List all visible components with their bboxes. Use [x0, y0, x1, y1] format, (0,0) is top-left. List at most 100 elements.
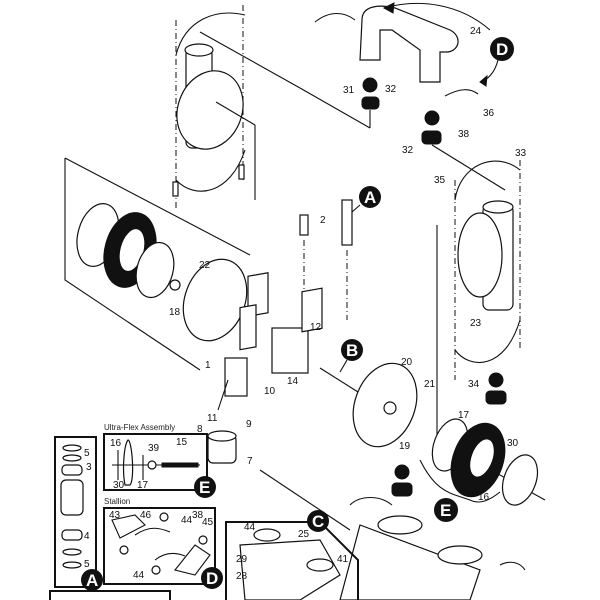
check-ball — [362, 77, 378, 93]
part-label: 46 — [140, 510, 152, 521]
part-label: 41 — [337, 554, 349, 565]
stallion-frame — [174, 544, 211, 576]
part-label: 36 — [483, 108, 495, 119]
part-label: 14 — [287, 376, 299, 387]
part-label: 1 — [205, 360, 211, 371]
ultraflex-bracket — [419, 459, 501, 503]
svg-text:E: E — [199, 478, 210, 497]
callout-a-inset[interactable]: A — [81, 569, 103, 591]
part-label: 44 — [133, 570, 145, 581]
callout-e[interactable]: E — [434, 498, 458, 522]
inlet-manifold — [339, 496, 526, 600]
part-label: 45 — [202, 517, 214, 528]
part-label: 9 — [246, 419, 252, 430]
part-label: 16 — [110, 438, 122, 449]
part-label: 5 — [84, 448, 90, 459]
part-label: 10 — [264, 386, 276, 397]
part-label: 8 — [197, 424, 203, 435]
part-label: 2 — [320, 215, 326, 226]
chamber-bowl — [457, 212, 503, 298]
part-label: 17 — [137, 480, 149, 491]
part-label: 12 — [310, 322, 322, 333]
clamp-top-left — [314, 12, 356, 23]
part-label: 33 — [515, 148, 527, 159]
part-label: 19 — [399, 441, 411, 452]
part-label: 38 — [192, 510, 204, 521]
part-label: 23 — [470, 318, 482, 329]
discharge-manifold — [299, 2, 506, 191]
outer-plate — [501, 454, 539, 506]
svg-text:B: B — [346, 341, 358, 360]
inset-air-valve — [49, 436, 171, 600]
callout-e-inset[interactable]: E — [194, 476, 216, 498]
part-label: 39 — [148, 443, 160, 454]
manifold-25 — [239, 539, 341, 600]
chamber-port — [184, 43, 214, 57]
part-label: 22 — [199, 260, 211, 271]
part-label: 29 — [236, 554, 248, 565]
part-label: 20 — [401, 357, 413, 368]
svg-text:D: D — [496, 40, 508, 59]
clamp-band-bottom-left — [175, 149, 246, 192]
part-label: 32 — [385, 84, 397, 95]
part-labels: 24 31 32 36 38 32 33 35 2 22 18 12 23 1 … — [84, 26, 527, 582]
part-label: 38 — [458, 129, 470, 140]
part-label: 28 — [236, 571, 248, 582]
part-label: 25 — [298, 529, 310, 540]
svg-text:A: A — [86, 571, 98, 590]
gasket-14 — [301, 287, 323, 333]
inset-ultraflex — [103, 433, 208, 491]
part-label: 31 — [343, 85, 355, 96]
chamber-bowl — [176, 70, 244, 150]
part-label: 15 — [176, 437, 188, 448]
part-label: 24 — [470, 26, 482, 37]
part-label: 30 — [507, 438, 519, 449]
part-label: 43 — [109, 510, 121, 521]
left-outer-chamber-upper — [172, 5, 301, 210]
clamp-band — [454, 319, 521, 363]
stallion-frame — [111, 514, 146, 539]
part-label: 30 — [113, 480, 125, 491]
ball-seat — [421, 130, 442, 145]
manifold-body — [359, 5, 459, 83]
part-label: 16 — [478, 492, 490, 503]
center-section — [207, 199, 359, 531]
ultraflex-diaphragm — [122, 439, 134, 486]
air-valve-body — [271, 327, 309, 374]
left-diaphragm-stack — [64, 157, 251, 371]
part-label: 34 — [468, 379, 480, 390]
part-label: 7 — [247, 456, 253, 467]
clamp-band-top-left — [175, 12, 246, 56]
callout-b[interactable]: B — [339, 339, 363, 373]
part-label: 32 — [402, 145, 414, 156]
part-label: 3 — [86, 462, 92, 473]
ball-seat — [361, 96, 380, 110]
inset-stallion — [103, 507, 216, 585]
svg-text:D: D — [206, 569, 218, 588]
gasket-10 — [239, 304, 257, 351]
valve-block — [224, 357, 248, 397]
inset-title: Stallion — [104, 497, 130, 506]
callout-c[interactable]: C — [307, 510, 329, 532]
valve-spool — [60, 479, 84, 516]
inner-plate — [135, 241, 175, 299]
part-label: 18 — [169, 307, 181, 318]
letter-callouts: A B C D E A D E — [81, 37, 514, 591]
pin-9 — [217, 379, 229, 411]
part-label: 5 — [84, 559, 90, 570]
clamp-top-right — [444, 89, 479, 97]
callout-d-inset[interactable]: D — [201, 567, 223, 589]
shaft — [319, 367, 359, 393]
svg-text:A: A — [364, 188, 376, 207]
callout-a[interactable]: A — [351, 186, 381, 213]
part-label: 4 — [84, 531, 90, 542]
right-diaphragm-stack — [352, 362, 539, 506]
pilot-sleeve — [299, 214, 309, 236]
rotation-arrow — [383, 2, 491, 31]
inset-title: Ultra-Flex Assembly — [104, 423, 175, 432]
callout-d[interactable]: D — [490, 37, 514, 61]
pilot-valve — [341, 199, 353, 246]
bolt — [238, 164, 245, 180]
part-label: 44 — [181, 515, 193, 526]
